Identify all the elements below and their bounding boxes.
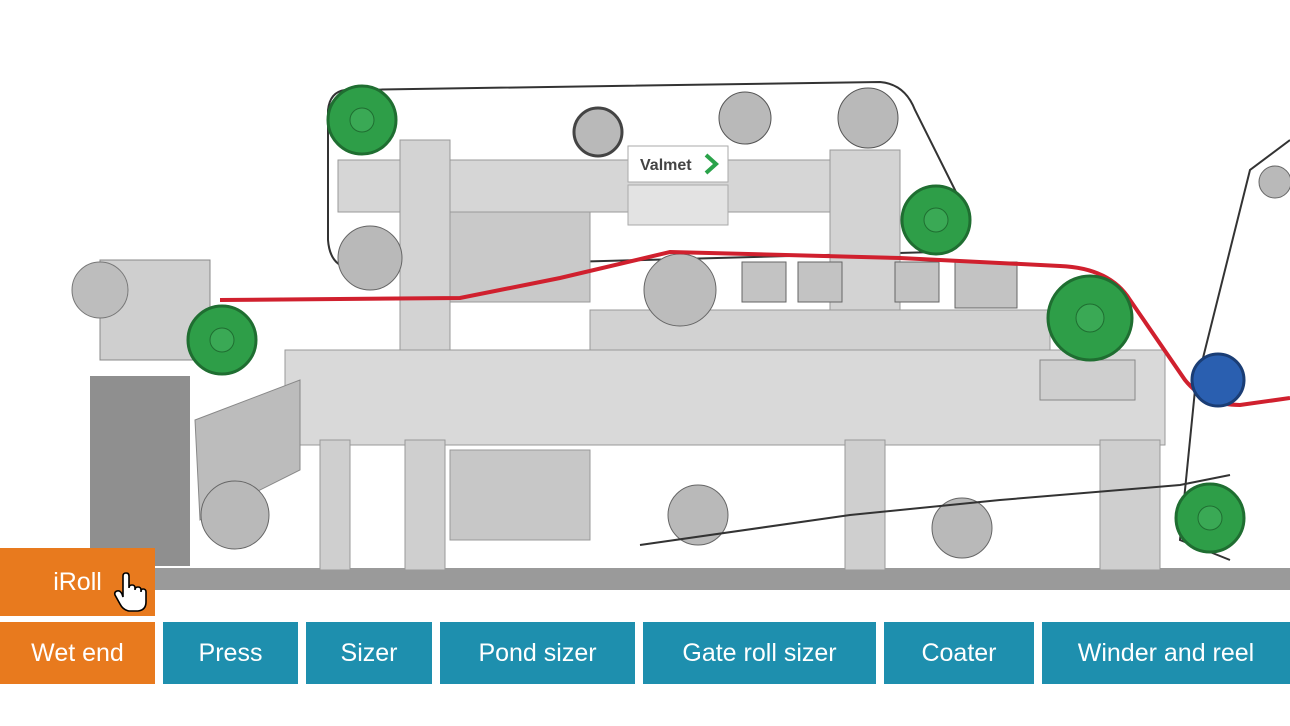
- upper-column-left: [399, 139, 451, 361]
- section-tab-coater[interactable]: Coater: [884, 622, 1034, 684]
- lower-leg-1: [319, 439, 351, 571]
- applicator-head: [797, 261, 843, 303]
- section-tab-gate-roll-sizer[interactable]: Gate roll sizer: [643, 622, 876, 684]
- applicator-head: [894, 261, 940, 303]
- grey-roll: [837, 87, 899, 149]
- machine-floor: [150, 568, 1290, 590]
- valmet-logo-text: Valmet: [640, 157, 692, 174]
- lower-leg-2: [404, 439, 446, 571]
- green-roll: [186, 304, 258, 376]
- hand-pointer-icon: [113, 572, 147, 612]
- dryer-box: [1039, 359, 1136, 401]
- valmet-chevron-icon: [704, 153, 719, 175]
- lower-block: [449, 449, 591, 541]
- main-frame-beam: [284, 349, 1166, 446]
- section-tab-wet-end[interactable]: Wet end: [0, 622, 155, 684]
- grey-roll: [931, 497, 993, 559]
- valmet-label-plate: [627, 145, 729, 183]
- green-roll: [1174, 482, 1246, 554]
- grey-roll: [200, 480, 270, 550]
- lower-leg-4: [1099, 439, 1161, 571]
- wet-end-reel: [71, 261, 129, 319]
- green-roll: [900, 184, 972, 256]
- grey-roll: [718, 91, 772, 145]
- green-roll: [1046, 274, 1134, 362]
- lower-fabric-line: [639, 474, 1231, 546]
- grey-roll: [572, 106, 624, 158]
- section-tab-pond-sizer[interactable]: Pond sizer: [440, 622, 635, 684]
- wet-end-pedestal: [90, 376, 190, 566]
- paper-machine-illustration: Valmet: [71, 80, 1290, 590]
- blue-roll: [1190, 352, 1246, 408]
- lower-leg-3: [844, 439, 886, 571]
- green-roll: [326, 84, 398, 156]
- upper-frame-block: [449, 211, 591, 303]
- section-tab-winder-and-reel[interactable]: Winder and reel: [1042, 622, 1290, 684]
- upper-panel: [627, 184, 729, 226]
- grey-roll: [643, 253, 717, 327]
- section-tab-press[interactable]: Press: [163, 622, 298, 684]
- grey-roll: [337, 225, 403, 291]
- grey-roll: [1258, 165, 1290, 199]
- grey-roll: [667, 484, 729, 546]
- applicator-head: [954, 261, 1018, 309]
- section-tab-sizer[interactable]: Sizer: [306, 622, 432, 684]
- applicator-head: [741, 261, 787, 303]
